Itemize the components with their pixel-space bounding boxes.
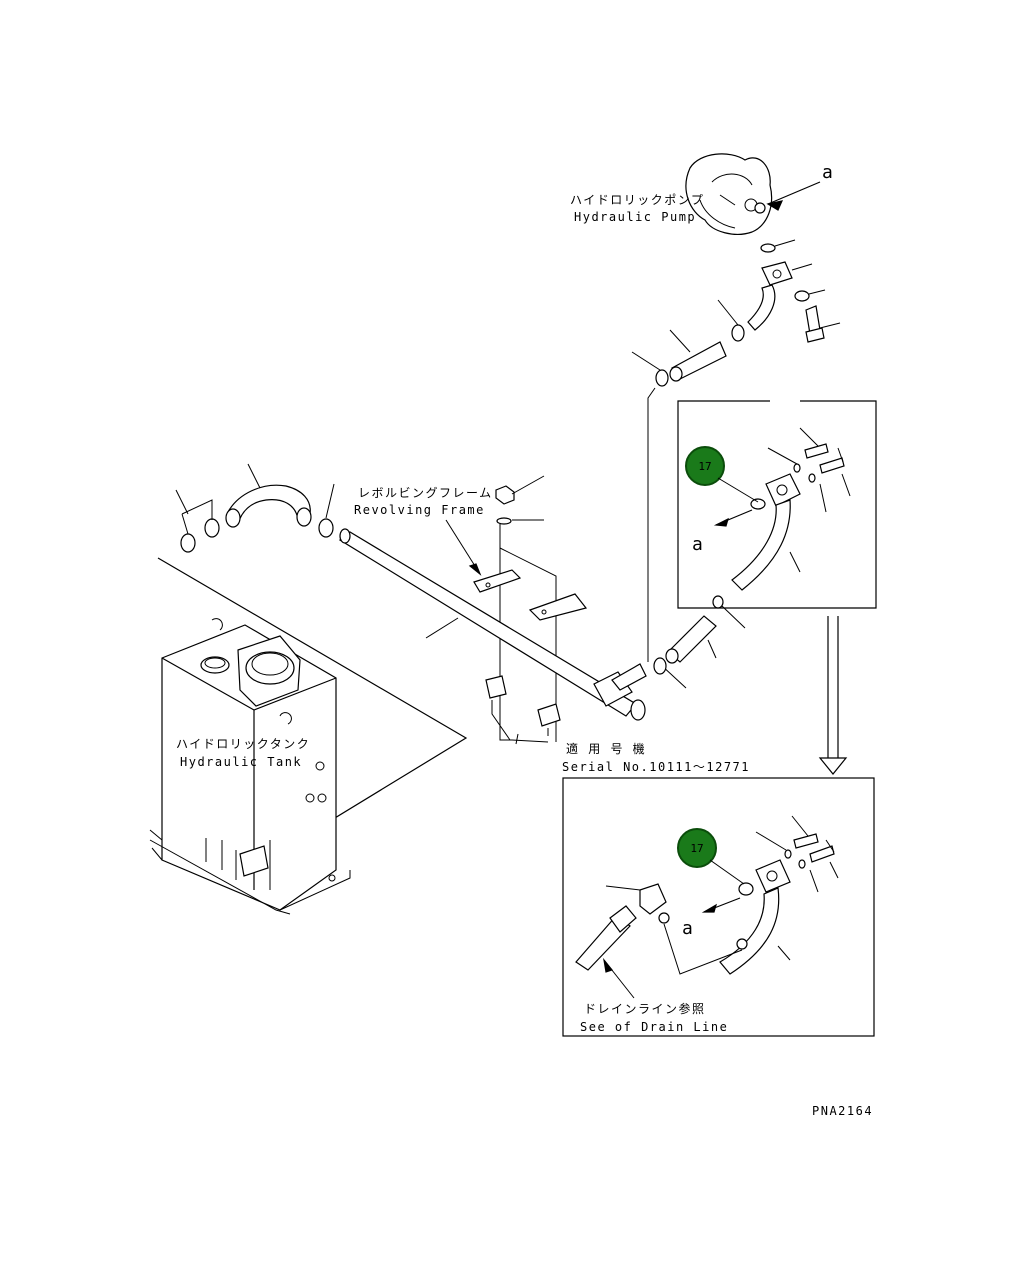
hydraulic-tank [149,618,351,915]
ref-a-detail1: a [692,534,703,555]
callout-17-upper-leader [717,477,759,503]
down-arrow [818,616,848,775]
serial-label-en: Serial No.10111～12771 [562,760,750,774]
callout-17-lower-leader [709,859,745,885]
suction-pipe [338,528,647,721]
ref-a-pump: a [822,162,833,183]
serial-label-jp: 適 用 号 機 [566,741,646,756]
callout-17-lower[interactable]: 17 [677,828,717,868]
elbow-hose-left [175,463,335,553]
drain-label-en: See of Drain Line [580,1020,728,1034]
upper-hose [631,299,745,387]
pump-leader-line [647,387,656,662]
lower-hose [653,595,746,689]
pump-label-jp: ハイドロリックポンプ [570,193,704,207]
pump-label-en: Hydraulic Pump [574,210,696,224]
detail-box-lower [562,777,875,1037]
tank-label-en: Hydraulic Tank [180,755,302,769]
frame-label-en: Revolving Frame [354,503,485,517]
ref-a-detail2: a [682,918,693,939]
tank-label-jp: ハイドロリックタンク [176,737,310,751]
callout-17-upper[interactable]: 17 [685,446,725,486]
frame-label-jp: レボルビングフレーム [358,486,493,500]
hydraulic-pump [685,153,821,235]
revolving-frame [157,475,588,861]
detail-box-upper [677,400,877,609]
callout-17-upper-number: 17 [698,460,711,473]
pump-flange-assembly [747,239,841,343]
callout-17-lower-number: 17 [690,842,703,855]
drawing-number: PNA2164 [812,1104,873,1118]
drain-label-jp: ドレインライン参照 [584,1001,706,1016]
